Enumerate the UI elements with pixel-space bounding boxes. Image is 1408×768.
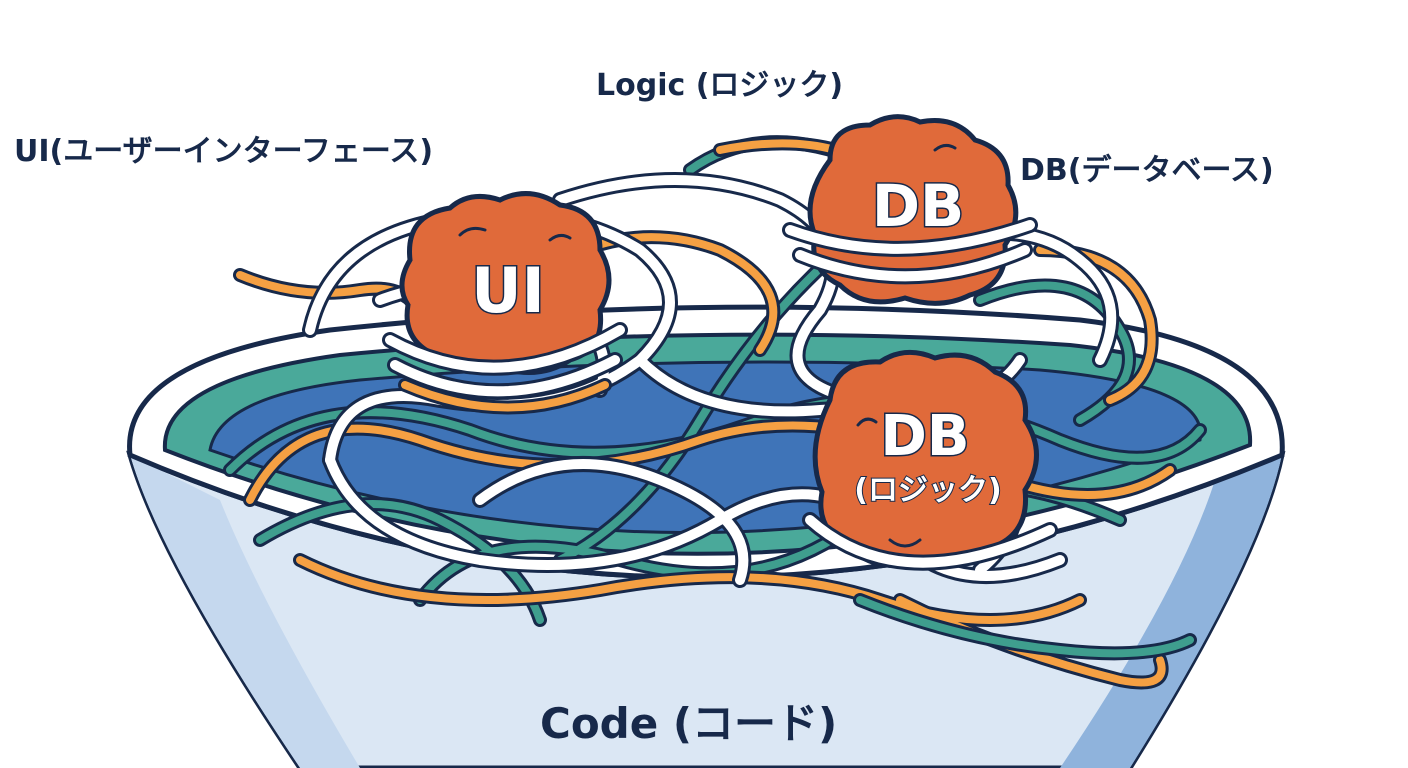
logic-label: Logic (ロジック) bbox=[596, 68, 844, 103]
meatball-ui-label: UI bbox=[471, 254, 544, 327]
meatball-db-logic-main-label: DB bbox=[880, 404, 969, 469]
db-label: DB(データベース) bbox=[1020, 153, 1274, 188]
meatball-db-logic-sub-label: (ロジック) bbox=[854, 473, 1001, 508]
meatball-ui: UI bbox=[382, 191, 628, 415]
meatball-db-logic: DB (ロジック) bbox=[802, 349, 1058, 571]
ui-label: UI(ユーザーインターフェース) bbox=[14, 134, 434, 169]
meatball-db-label: DB bbox=[872, 172, 964, 240]
bowl-shade-right bbox=[1060, 455, 1282, 768]
bowl-shade-left bbox=[130, 455, 360, 768]
meatball-db: DB bbox=[782, 114, 1038, 306]
code-label: Code (コード) bbox=[540, 699, 838, 748]
